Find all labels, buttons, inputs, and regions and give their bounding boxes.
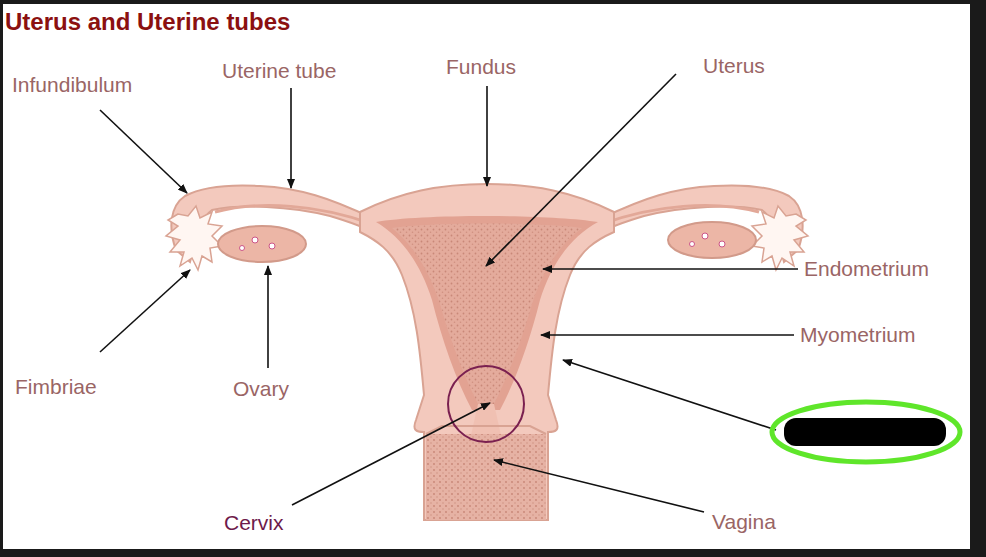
part-label: Endometrium [804, 258, 929, 279]
part-label: Uterine tube [222, 60, 336, 81]
part-label: Ovary [233, 378, 289, 399]
part-label: Fimbriae [15, 376, 97, 397]
diagram-title: Uterus and Uterine tubes [5, 10, 290, 34]
part-label: Fundus [446, 56, 516, 77]
part-label: Infundibulum [12, 74, 132, 95]
part-label: Myometrium [800, 324, 916, 345]
part-label: Vagina [712, 511, 776, 532]
part-label: Uterus [703, 55, 765, 76]
part-label: Cervix [224, 512, 284, 533]
